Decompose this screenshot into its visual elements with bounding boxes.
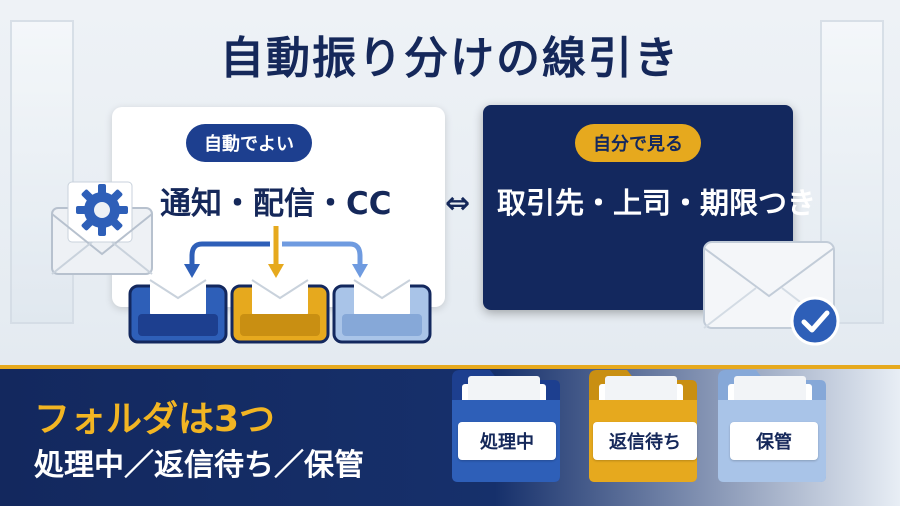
tray-blue — [128, 276, 228, 350]
folder-awaiting-reply: 返信待ち — [583, 360, 703, 489]
folders-list-text: 処理中／返信待ち／保管 — [34, 448, 364, 483]
sort-arrows — [184, 226, 368, 278]
folder-label: 返信待ち — [593, 422, 697, 460]
folder-label: 保管 — [730, 422, 818, 460]
page-title: 自動振り分けの線引き — [220, 33, 680, 84]
manual-badge: 自分で見る — [575, 124, 701, 162]
folders-heading: フォルダは3つ — [34, 399, 276, 440]
tray-light-blue — [332, 276, 432, 350]
auto-badge: 自動でよい — [186, 124, 312, 162]
folder-archive: 保管 — [712, 360, 832, 489]
divider — [0, 365, 900, 369]
manual-items-text: 取引先・上司・期限つき — [497, 186, 817, 220]
auto-items-text: 通知・配信・CC — [160, 186, 392, 222]
tray-gold — [230, 276, 330, 350]
folder-label: 処理中 — [458, 422, 556, 460]
double-arrow-icon: ⇔ — [445, 186, 471, 221]
gear-icon — [76, 184, 128, 236]
folder-processing: 処理中 — [446, 360, 566, 489]
checkmark-icon — [790, 296, 840, 346]
